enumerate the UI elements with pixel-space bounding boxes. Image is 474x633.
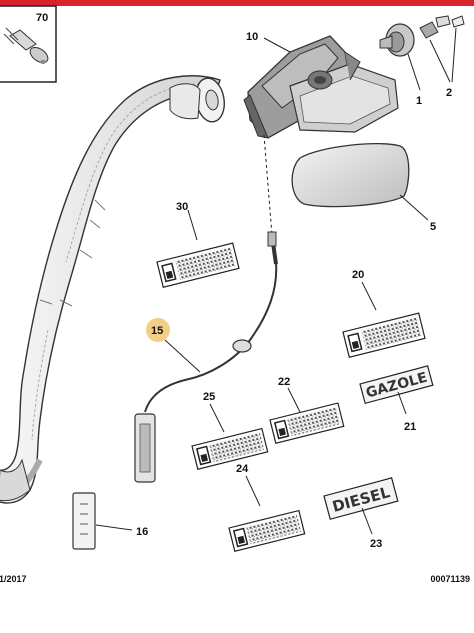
label-20: 20 (342, 269, 426, 358)
top-accent-bar (0, 0, 474, 6)
part-1-actuator: 1 (379, 23, 422, 107)
label-24: 24 (228, 463, 306, 553)
callout-2: 2 (446, 87, 452, 99)
filler-neck-pipe (0, 75, 226, 504)
label-30: 30 (156, 201, 240, 288)
bottom-strip (0, 620, 474, 633)
part-70-clip-icon (3, 27, 49, 64)
callout-15-highlight (146, 318, 170, 342)
callout-5: 5 (430, 221, 436, 233)
callout-15: 15 (151, 325, 163, 337)
callout-1: 1 (416, 95, 422, 107)
callout-23: 23 (370, 538, 382, 550)
guide-dashed-line (263, 134, 273, 236)
label-21-gazole: GAZOLE 21 (359, 365, 434, 433)
callout-30: 30 (176, 201, 188, 213)
part-5-fuel-flap: 5 (291, 142, 436, 233)
callout-21: 21 (404, 421, 416, 433)
footer-date: 01/2017 (0, 574, 27, 584)
callout-10: 10 (246, 31, 258, 43)
part-15-release-cable: 15 (134, 231, 278, 483)
callout-22: 22 (278, 376, 290, 388)
part-10-filler-housing: 10 (243, 31, 399, 139)
footer-part-number: 00071139 (430, 574, 470, 584)
label-23-diesel: DIESEL 23 (323, 477, 399, 550)
part-16-clip: 16 (72, 492, 148, 550)
label-22: 22 (269, 376, 345, 445)
part-70-inset: 70 (0, 5, 57, 83)
label-25: 25 (191, 391, 269, 471)
callout-20: 20 (352, 269, 364, 281)
callout-25: 25 (203, 391, 215, 403)
callout-24: 24 (236, 463, 249, 475)
part-2-screws: 2 (419, 15, 465, 99)
callout-16: 16 (136, 526, 148, 538)
callout-70: 70 (36, 12, 48, 24)
